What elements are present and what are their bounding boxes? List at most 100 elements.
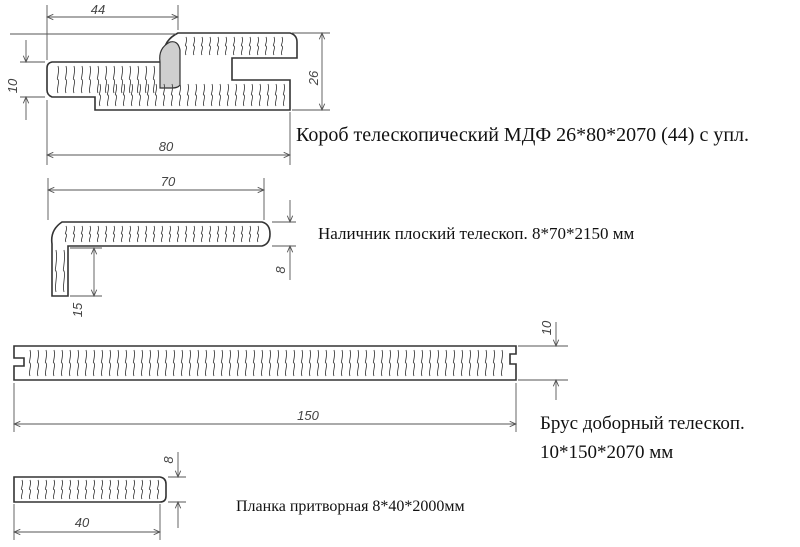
grain-stroke (144, 225, 148, 243)
grain-stroke (170, 83, 174, 107)
brus-caption-line2: 10*150*2070 мм (540, 442, 674, 463)
grain-stroke (84, 349, 88, 377)
korob-caption: Короб телескопический МДФ 26*80*2070 (44… (296, 124, 750, 146)
grain-stroke (92, 349, 96, 377)
grain-stroke (148, 349, 152, 377)
grain-stroke (224, 225, 228, 243)
grain-stroke (282, 83, 286, 107)
grain-stroke (124, 479, 128, 500)
grain-stroke (154, 83, 158, 107)
grain-stroke (130, 83, 134, 107)
grain-stroke (332, 349, 336, 377)
nalichnik-dim-bottom: 15 (70, 302, 85, 317)
grain-stroke (106, 83, 110, 107)
korob-dim-top: 44 (91, 2, 105, 17)
grain-stroke (62, 249, 66, 293)
grain-stroke (364, 349, 368, 377)
grain-stroke (148, 479, 152, 500)
grain-stroke (348, 349, 352, 377)
nalichnik-dim-right: 8 (273, 266, 288, 274)
grain-stroke (202, 83, 206, 107)
grain-stroke (88, 65, 92, 94)
grain-stroke (60, 349, 64, 377)
grain-stroke (234, 83, 238, 107)
nalichnik-dim-top: 70 (161, 174, 176, 189)
grain-stroke (88, 225, 92, 243)
grain-stroke (56, 65, 60, 94)
planka-profile: 8 40 (14, 452, 186, 540)
grain-stroke (268, 349, 272, 377)
grain-stroke (84, 479, 88, 500)
grain-stroke (226, 83, 230, 107)
grain-stroke (340, 349, 344, 377)
grain-stroke (492, 349, 496, 377)
korob-dim-bottom: 80 (159, 139, 174, 154)
grain-stroke (20, 479, 24, 500)
grain-stroke (272, 36, 276, 56)
grain-stroke (52, 479, 56, 500)
grain-stroke (436, 349, 440, 377)
grain-stroke (218, 83, 222, 107)
grain-stroke (194, 83, 198, 107)
grain-stroke (224, 36, 228, 56)
grain-stroke (172, 349, 176, 377)
grain-stroke (124, 349, 128, 377)
grain-stroke (98, 83, 102, 107)
grain-stroke (188, 349, 192, 377)
grain-stroke (44, 479, 48, 500)
grain-stroke (324, 349, 328, 377)
grain-stroke (76, 479, 80, 500)
grain-stroke (116, 479, 120, 500)
nalichnik-dimensions (48, 178, 296, 296)
grain-stroke (140, 349, 144, 377)
grain-stroke (114, 83, 118, 107)
planka-dimensions (14, 452, 186, 540)
planka-caption: Планка притворная 8*40*2000мм (236, 498, 465, 515)
grain-stroke (64, 225, 68, 243)
grain-stroke (184, 225, 188, 243)
grain-stroke (108, 479, 112, 500)
grain-stroke (460, 349, 464, 377)
nalichnik-caption: Наличник плоский телескоп. 8*70*2150 мм (318, 224, 635, 243)
grain-stroke (208, 225, 212, 243)
grain-stroke (192, 36, 196, 56)
grain-stroke (274, 83, 278, 107)
grain-stroke (108, 349, 112, 377)
brus-dim-right: 10 (539, 320, 554, 335)
grain-stroke (444, 349, 448, 377)
nalichnik-wood-hatch (54, 225, 260, 293)
grain-stroke (76, 349, 80, 377)
grain-stroke (136, 225, 140, 243)
grain-stroke (264, 36, 268, 56)
grain-stroke (412, 349, 416, 377)
grain-stroke (64, 65, 68, 94)
planka-wood-hatch (20, 479, 160, 500)
grain-stroke (138, 83, 142, 107)
grain-stroke (68, 349, 72, 377)
grain-stroke (36, 479, 40, 500)
nalichnik-outline (50, 221, 271, 297)
grain-stroke (192, 225, 196, 243)
grain-stroke (216, 225, 220, 243)
korob-dim-right: 26 (306, 70, 321, 86)
planka-dim-bottom: 40 (75, 515, 90, 530)
grain-stroke (242, 83, 246, 107)
grain-stroke (232, 225, 236, 243)
grain-stroke (132, 479, 136, 500)
grain-stroke (308, 349, 312, 377)
grain-stroke (96, 65, 100, 94)
grain-stroke (484, 349, 488, 377)
grain-stroke (54, 249, 58, 293)
grain-stroke (476, 349, 480, 377)
grain-stroke (104, 225, 108, 243)
korob-dim-left: 10 (5, 78, 20, 93)
grain-stroke (68, 479, 72, 500)
grain-stroke (28, 479, 32, 500)
grain-stroke (144, 65, 148, 94)
grain-stroke (152, 225, 156, 243)
grain-stroke (184, 36, 188, 56)
grain-stroke (228, 349, 232, 377)
grain-stroke (72, 225, 76, 243)
grain-stroke (212, 349, 216, 377)
